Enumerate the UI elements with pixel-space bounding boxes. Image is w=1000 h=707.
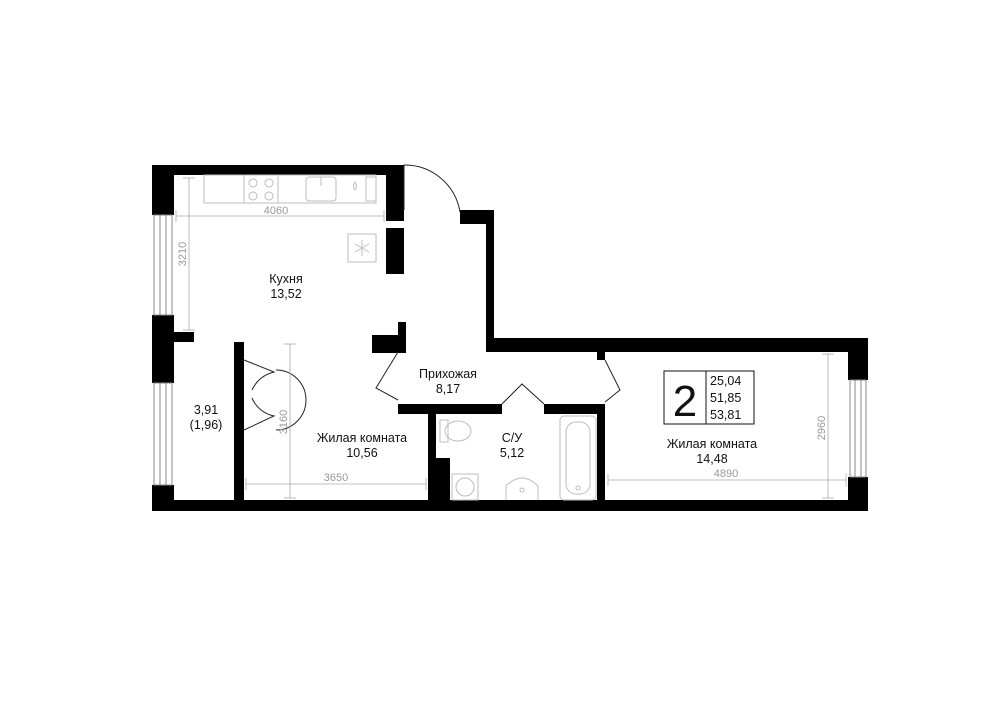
balcony-area: 3,91: [194, 403, 218, 417]
room-count: 2: [673, 377, 697, 426]
kitchen-area: 13,52: [270, 287, 301, 301]
living2-name: Жилая комната: [667, 437, 757, 451]
total-area: 51,85: [710, 391, 741, 405]
kitchen-cabinet: [365, 176, 377, 202]
door-balcony: [243, 359, 276, 431]
wall-bath-right: [597, 404, 605, 510]
living1-name: Жилая комната: [317, 431, 407, 445]
dim-living1-depth: 3160: [278, 410, 290, 434]
wall-top-living2: [486, 338, 868, 352]
dimension-labels: 4060 3210 3650 3160 4890 2960: [177, 205, 828, 484]
summary-box: 2 25,04 51,85 53,81: [663, 370, 755, 426]
wall-living1-left-top: [234, 342, 244, 360]
wall-living2-left-top: [597, 350, 605, 360]
dim-living2-width: 4890: [714, 468, 738, 480]
dim-living2-depth: 2960: [816, 416, 828, 440]
wall-kitchen-right-2: [386, 228, 404, 274]
kitchen-counter: [203, 174, 377, 204]
door-bath: [501, 383, 545, 405]
bathroom-name: С/У: [502, 431, 523, 445]
wall-entrance-right: [460, 210, 492, 224]
wall-left-top: [152, 165, 174, 215]
hall-name: Прихожая: [419, 367, 477, 381]
fixtures: [203, 174, 597, 501]
wall-right-top: [848, 338, 868, 380]
doors: [243, 164, 621, 431]
wall-kitchen-bottom-2: [372, 335, 406, 353]
wall-kitchen-bottom: [152, 332, 194, 342]
wall-bottom: [152, 500, 868, 511]
bathroom-area: 5,12: [500, 446, 524, 460]
dim-kitchen-depth: 3210: [177, 242, 189, 266]
hall-area: 8,17: [436, 382, 460, 396]
windows: [153, 214, 867, 486]
wall-bath-left: [428, 404, 436, 510]
wall-living1-left: [234, 342, 244, 510]
dim-living1-width: 3650: [324, 472, 348, 484]
drop-icon: [353, 181, 357, 191]
total-area-with-balcony: 53,81: [710, 408, 741, 422]
wall-kitchen-right-1: [386, 165, 404, 221]
washbasin-icon: [505, 477, 539, 500]
wall-hall-bottom: [398, 404, 502, 414]
door-entrance: [403, 164, 461, 213]
living-area: 25,04: [710, 374, 741, 388]
window-living2: [849, 379, 867, 478]
door-hall-left: [375, 351, 399, 401]
door-living2: [604, 359, 621, 403]
wall-entrance-vertical: [486, 210, 494, 350]
walls: [152, 165, 868, 511]
washer-icon: [451, 473, 479, 501]
kitchen-name: Кухня: [269, 272, 302, 286]
wall-bath-shaft: [434, 458, 450, 502]
fridge-icon: [347, 233, 377, 263]
living2-area: 14,48: [696, 452, 727, 466]
wall-bath-top: [544, 404, 602, 414]
balcony-area-reduced: (1,96): [190, 418, 223, 432]
room-labels: Кухня 13,52 Прихожая 8,17 3,91 (1,96) Жи…: [190, 272, 758, 466]
toilet-icon: [444, 420, 472, 442]
dimension-lines: [175, 177, 847, 499]
window-balcony: [153, 382, 173, 486]
window-kitchen: [153, 214, 173, 316]
dim-kitchen-width: 4060: [264, 205, 288, 217]
stove-icon: [243, 174, 279, 204]
living1-area: 10,56: [346, 446, 377, 460]
bathtub-icon: [559, 415, 597, 501]
wall-top-kitchen: [152, 165, 404, 175]
wall-left-mid: [152, 315, 174, 383]
